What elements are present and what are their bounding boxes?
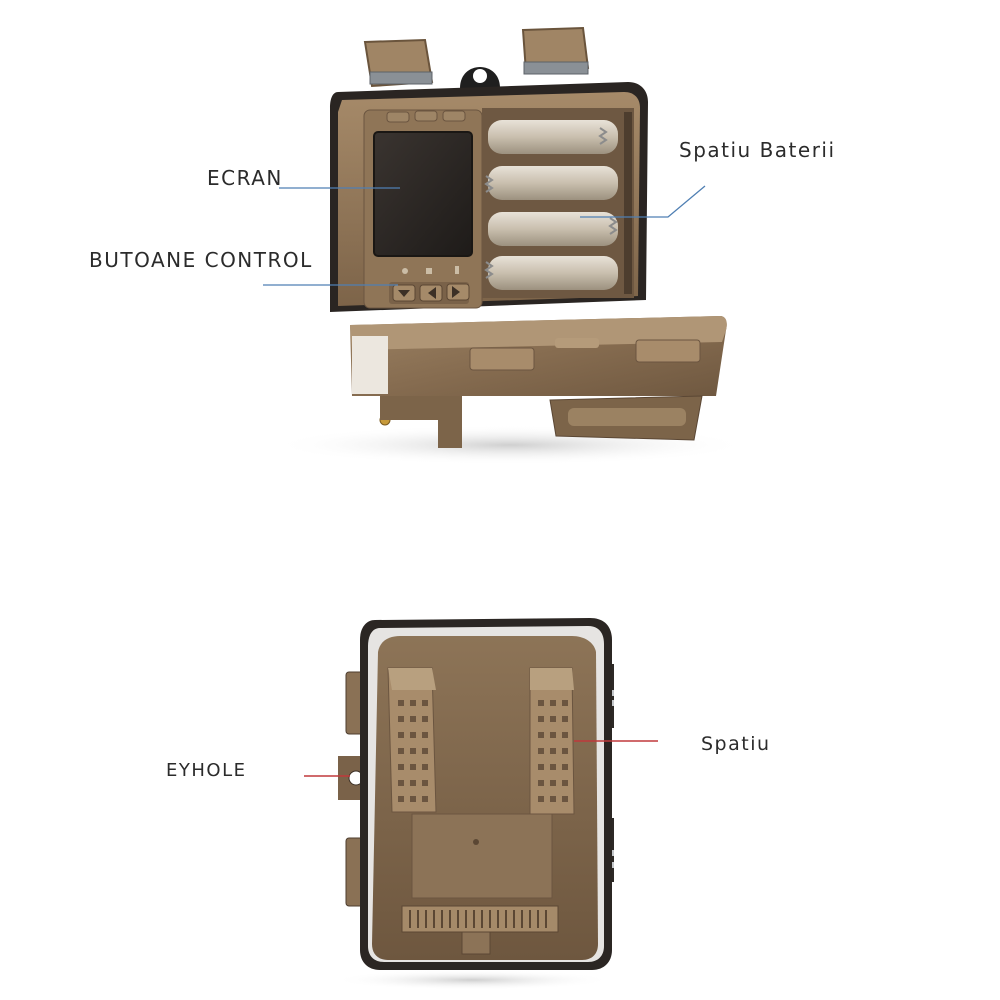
control-buttons	[389, 266, 470, 304]
top-latch-left	[363, 38, 434, 88]
battery-compartment	[482, 108, 634, 298]
lcd-screen	[373, 131, 473, 257]
bottom-vents	[401, 905, 559, 955]
label-battery-space: Spatiu Baterii	[679, 138, 836, 162]
open-camera	[270, 26, 750, 465]
strap-guide-right	[529, 667, 575, 815]
callout-line-batteries	[580, 185, 706, 218]
strap-guide-left	[387, 667, 437, 813]
top-latch-right	[521, 26, 590, 75]
label-keyhole: EYHOLE	[166, 760, 247, 781]
label-control-buttons: BUTOANE CONTROL	[89, 248, 313, 272]
camera-back	[332, 618, 614, 990]
label-screen: ECRAN	[207, 166, 283, 190]
label-space: Spatiu	[701, 733, 771, 755]
